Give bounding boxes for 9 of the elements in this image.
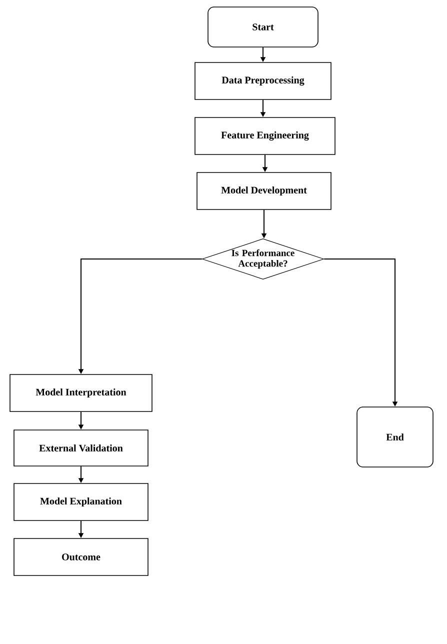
process-box: Model Development — [196, 172, 332, 210]
process-box: Feature Engineering — [194, 117, 336, 155]
process-box: Model Interpretation — [10, 374, 152, 412]
terminal-box: Start — [208, 6, 318, 48]
terminal-box: End — [356, 406, 434, 468]
process-box: External Validation — [14, 430, 148, 466]
process-box: Data Preprocessing — [194, 62, 332, 100]
process-box: Model Explanation — [14, 483, 148, 521]
process-box: Outcome — [14, 538, 148, 576]
